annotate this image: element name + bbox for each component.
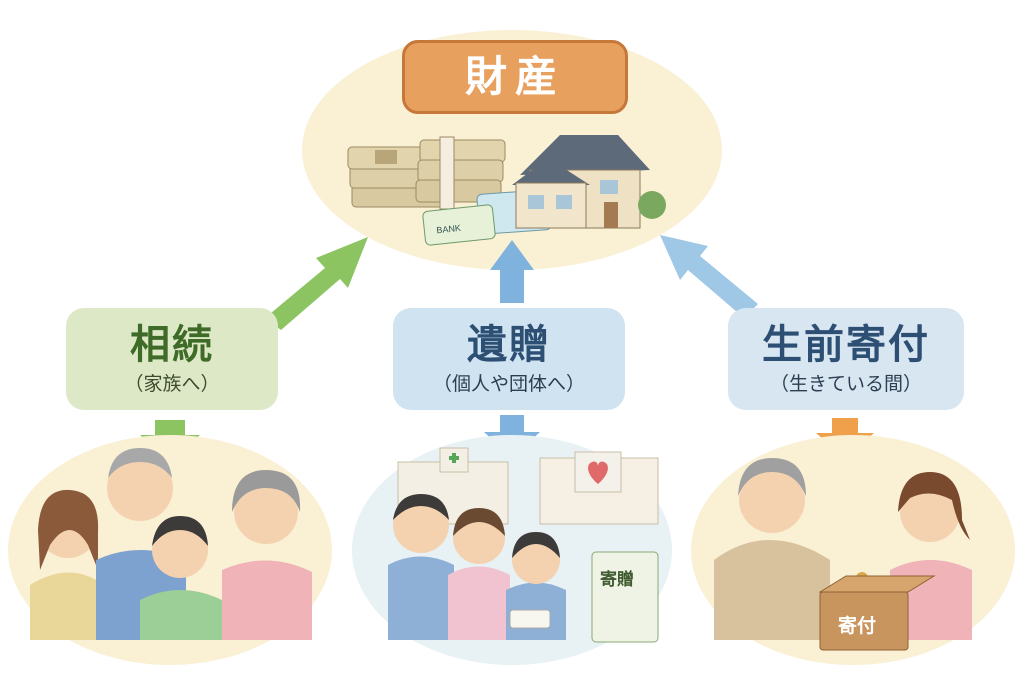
bequest-box: 遺贈 （個人や団体へ） (393, 308, 625, 410)
gift-up-arrow (660, 235, 758, 318)
inheritance-box: 相続 （家族へ） (66, 308, 278, 410)
bequest-illustration: 寄贈 (388, 447, 659, 643)
gift-illustration: 寄付 (714, 458, 972, 651)
inheritance-arrow (265, 237, 368, 330)
lifetime-gift-subtitle: （生きている間） (769, 372, 922, 395)
asset-box: 財産 (402, 40, 628, 114)
lifetime-gift-box: 生前寄付 （生きている間） (728, 308, 964, 410)
bank-card-label: BANK (436, 223, 461, 236)
bequest-subtitle: （個人や団体へ） (432, 372, 585, 395)
asset-title: 財産 (464, 52, 565, 101)
bequest-title: 遺贈 (467, 321, 551, 368)
inheritance-title: 相続 (130, 321, 214, 368)
family-illustration (30, 448, 312, 640)
bequest-up-arrow (490, 240, 534, 303)
house-icon (512, 135, 666, 229)
donation-box-label: 寄付 (838, 614, 876, 637)
lifetime-gift-title: 生前寄付 (762, 321, 930, 368)
inheritance-subtitle: （家族へ） (124, 372, 220, 395)
donation-sign-text: 寄贈 (600, 569, 634, 590)
